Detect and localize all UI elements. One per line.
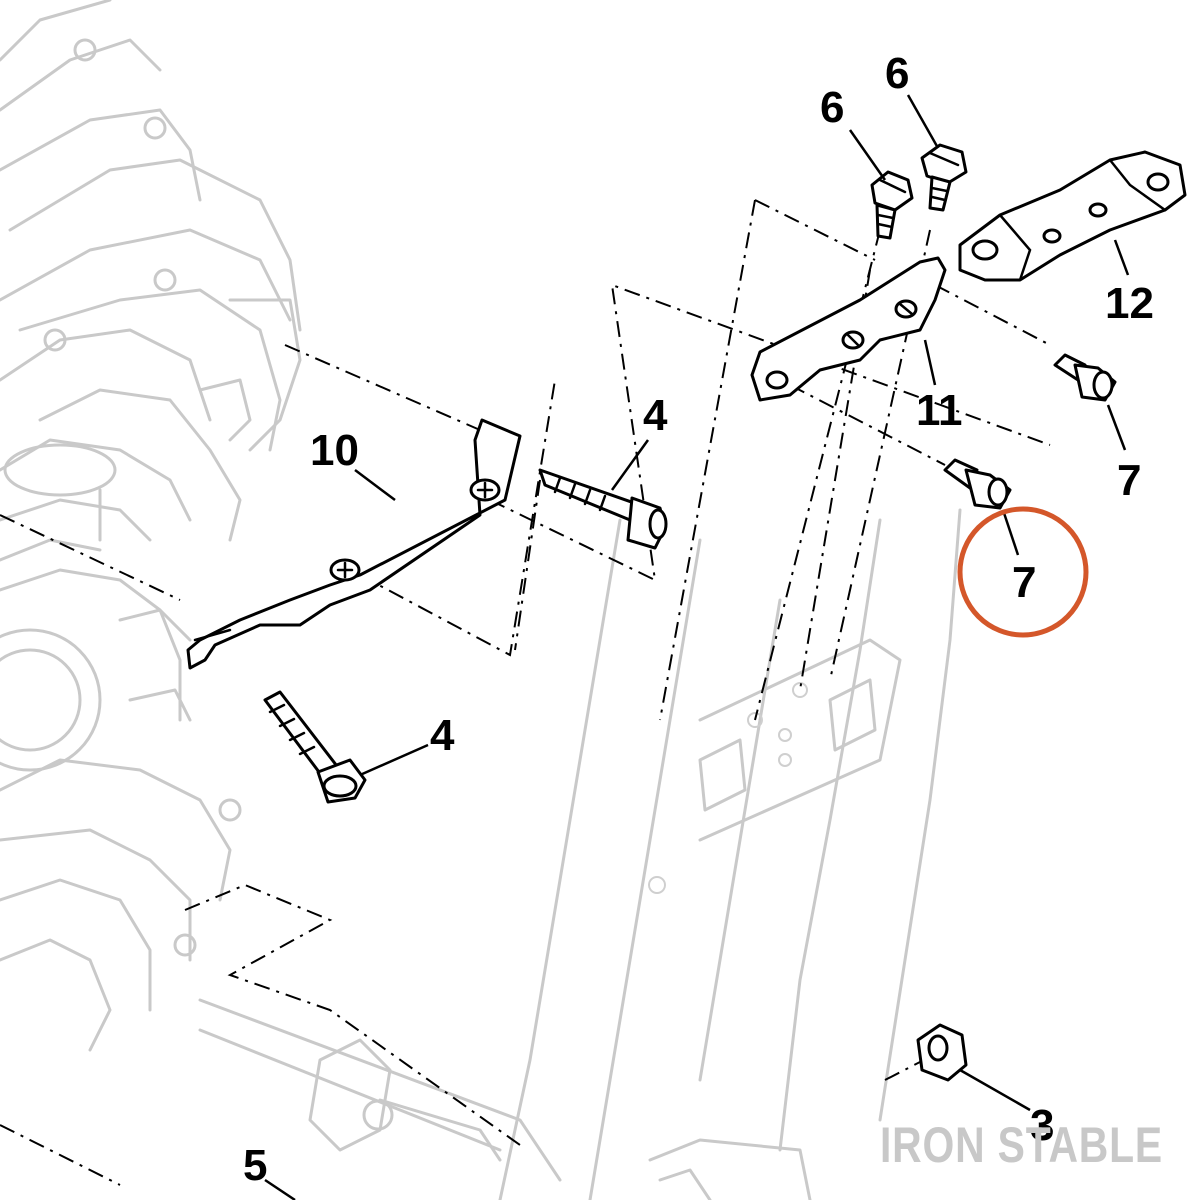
callout-7-circled: 7 bbox=[1012, 558, 1036, 607]
callout-labels: 6 6 12 4 10 11 7 7 4 3 5 bbox=[243, 49, 1154, 1190]
bracket-part-12 bbox=[958, 150, 1187, 282]
callout-3: 3 bbox=[1030, 1101, 1054, 1150]
bracket-part-10 bbox=[186, 418, 522, 670]
callout-5: 5 bbox=[243, 1141, 267, 1190]
callout-10: 10 bbox=[310, 426, 359, 475]
callout-4-lower: 4 bbox=[430, 711, 455, 760]
callout-6-right: 6 bbox=[885, 49, 909, 98]
screw-part-7-right bbox=[1053, 353, 1117, 402]
bolt-part-6-left bbox=[870, 170, 914, 240]
watermark: IRON STABLE bbox=[880, 1117, 1163, 1173]
callout-6-left: 6 bbox=[820, 83, 844, 132]
callout-12: 12 bbox=[1105, 279, 1154, 328]
engine-ghost bbox=[0, 0, 302, 1052]
screw-part-7-lower bbox=[943, 458, 1012, 510]
callout-7-right: 7 bbox=[1117, 456, 1141, 505]
nut-part-3 bbox=[916, 1023, 968, 1082]
bolt-part-4-lower bbox=[263, 690, 367, 804]
leader-lines bbox=[264, 94, 1130, 1200]
bolt-part-4-upper bbox=[538, 468, 668, 550]
bracket-part-11 bbox=[750, 256, 947, 402]
highlight-circle bbox=[957, 506, 1089, 638]
bolt-part-6-right bbox=[920, 143, 968, 212]
callout-4-upper: 4 bbox=[643, 391, 668, 440]
frame-ghost bbox=[198, 508, 962, 1200]
callout-11: 11 bbox=[916, 386, 963, 435]
